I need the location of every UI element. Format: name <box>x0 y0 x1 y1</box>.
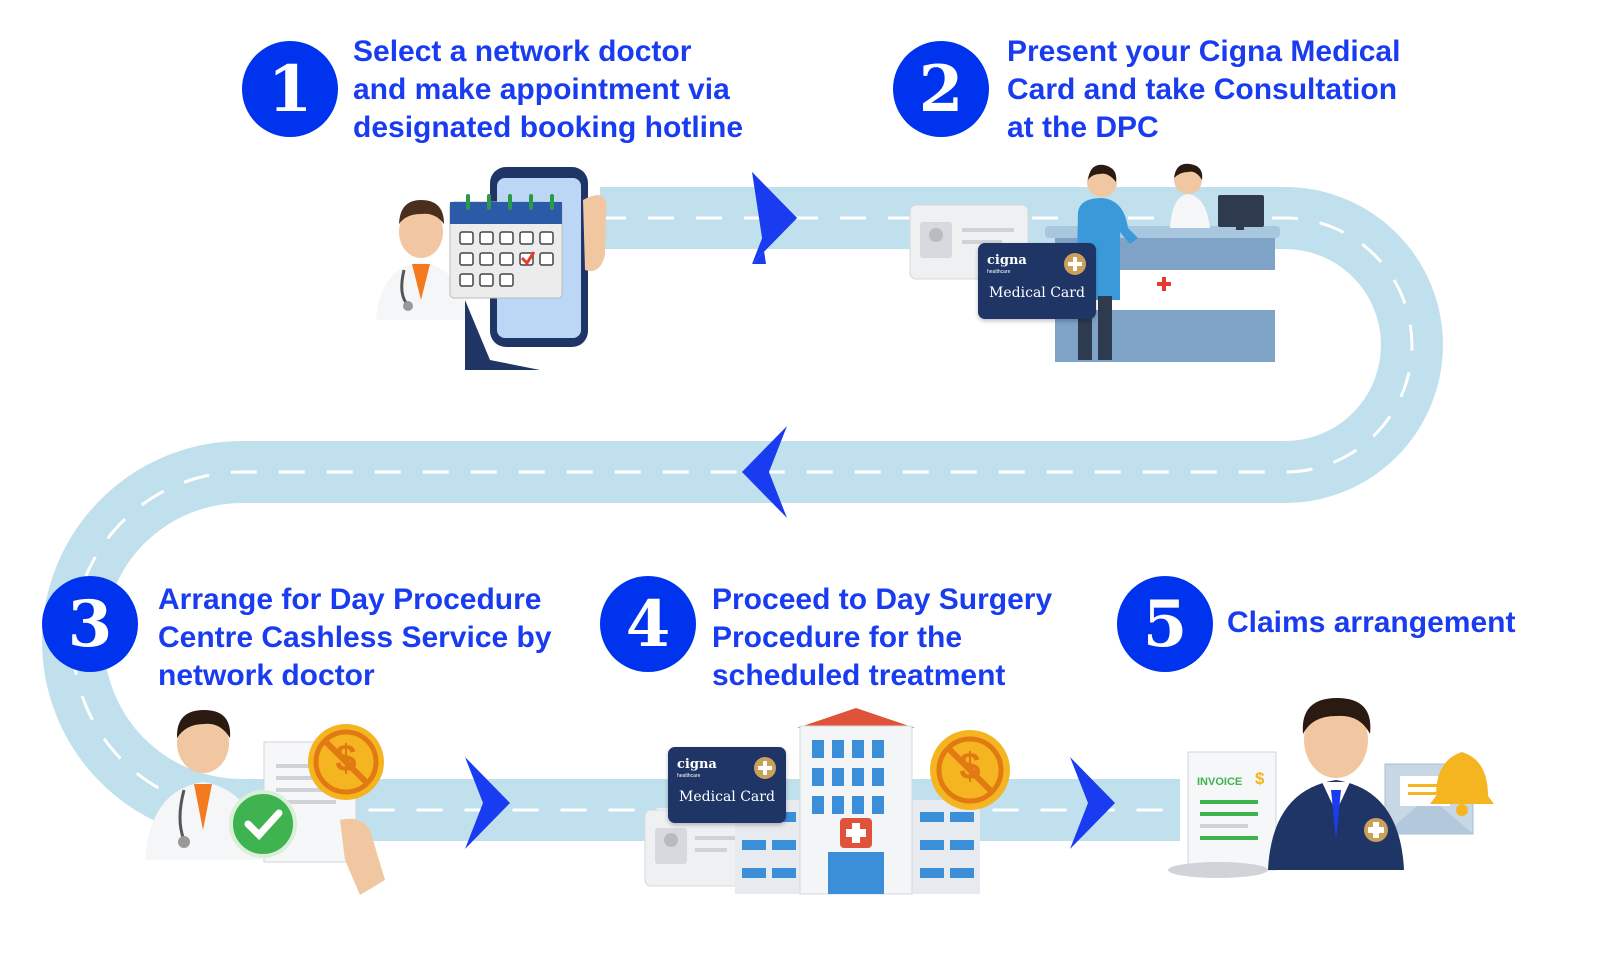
chevron-left-icon <box>742 426 787 518</box>
doctor-phone-illustration <box>376 167 607 370</box>
card-brand: cigna <box>677 757 717 772</box>
road-dashes <box>71 216 1414 812</box>
card-label: Medical Card <box>679 789 775 805</box>
dollar-icon: $ <box>959 746 981 788</box>
bell-icon <box>1430 752 1494 804</box>
check-icon <box>229 790 297 858</box>
medical-cross-icon <box>1064 253 1086 275</box>
medical-card: cigna healthcare Medical Card <box>668 747 786 823</box>
step-4-number: 4 <box>600 576 696 672</box>
step-2-number: 2 <box>893 41 989 137</box>
chevron-right-icon <box>465 757 510 849</box>
card-brand-sub: healthcare <box>987 269 1011 275</box>
step-1-number: 1 <box>242 41 338 137</box>
card-label: Medical Card <box>989 285 1085 301</box>
dollar-icon: $ <box>335 738 357 780</box>
step-3-number: 3 <box>42 576 138 672</box>
invoice-dollar-icon: $ <box>1255 769 1265 788</box>
step-5-text: Claims arrangement <box>1227 606 1516 639</box>
card-brand: cigna <box>987 253 1027 268</box>
invoice-label: INVOICE <box>1197 776 1243 788</box>
step-5-number: 5 <box>1117 576 1213 672</box>
chevron-right-icon <box>1070 757 1115 849</box>
doctor-cashless-illustration <box>145 710 385 895</box>
medical-card: cigna healthcare Medical Card <box>978 243 1096 319</box>
medical-cross-icon <box>754 757 776 779</box>
claims-illustration <box>1168 698 1494 878</box>
card-brand-sub: healthcare <box>677 773 701 779</box>
